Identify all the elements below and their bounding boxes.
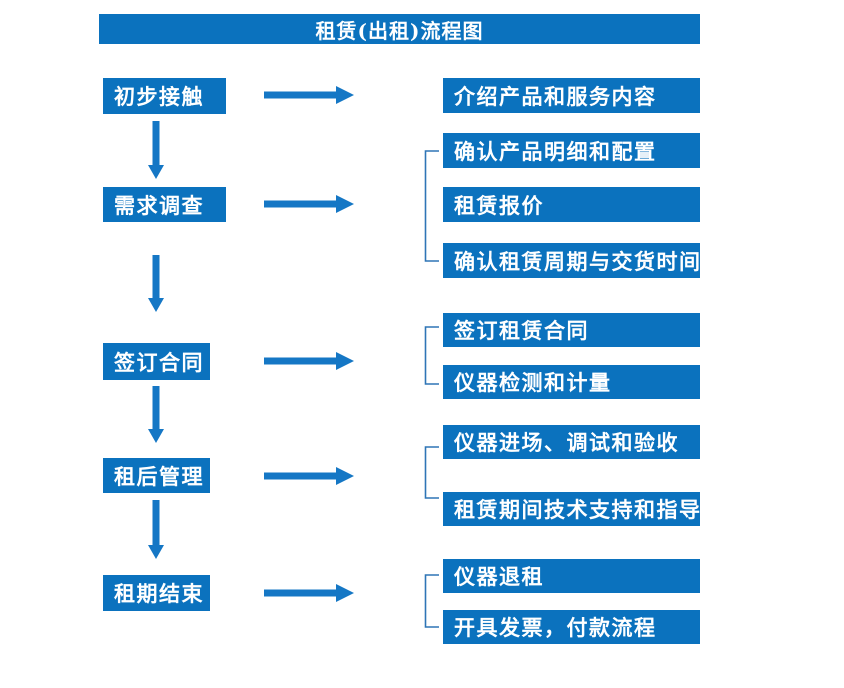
step-box-initial-contact: 初步接触 [103,78,226,114]
step-box-demand-survey: 需求调查 [103,187,226,222]
arrow-right-2 [264,195,354,213]
arrow-down-4 [148,500,164,559]
detail-box: 开具发票，付款流程 [443,610,700,644]
detail-box: 介绍产品和服务内容 [443,78,700,113]
step-box-rental-end: 租期结束 [103,575,210,611]
group-bracket-4 [424,446,439,499]
group-bracket-5 [424,574,439,628]
flowchart-title: 租赁(出租)流程图 [99,14,700,44]
detail-box: 仪器检测和计量 [443,365,700,399]
detail-box: 仪器进场、调试和验收 [443,425,700,459]
arrow-right-1 [264,86,354,104]
detail-box: 租赁期间技术支持和指导 [443,492,700,526]
arrow-right-4 [264,467,354,485]
step-box-sign-contract: 签订合同 [103,343,210,380]
arrow-down-3 [148,386,164,443]
detail-box: 确认产品明细和配置 [443,133,700,168]
arrow-down-1 [148,121,164,179]
arrow-right-5 [264,584,354,602]
detail-box: 租赁报价 [443,187,700,222]
detail-box: 仪器退租 [443,559,700,593]
group-bracket-2 [424,150,439,262]
step-box-post-rental-management: 租后管理 [103,458,210,493]
arrow-right-3 [264,352,354,370]
detail-box: 签订租赁合同 [443,313,700,347]
group-bracket-3 [424,326,439,385]
detail-box: 确认租赁周期与交货时间 [443,243,700,278]
arrow-down-2 [148,255,164,312]
